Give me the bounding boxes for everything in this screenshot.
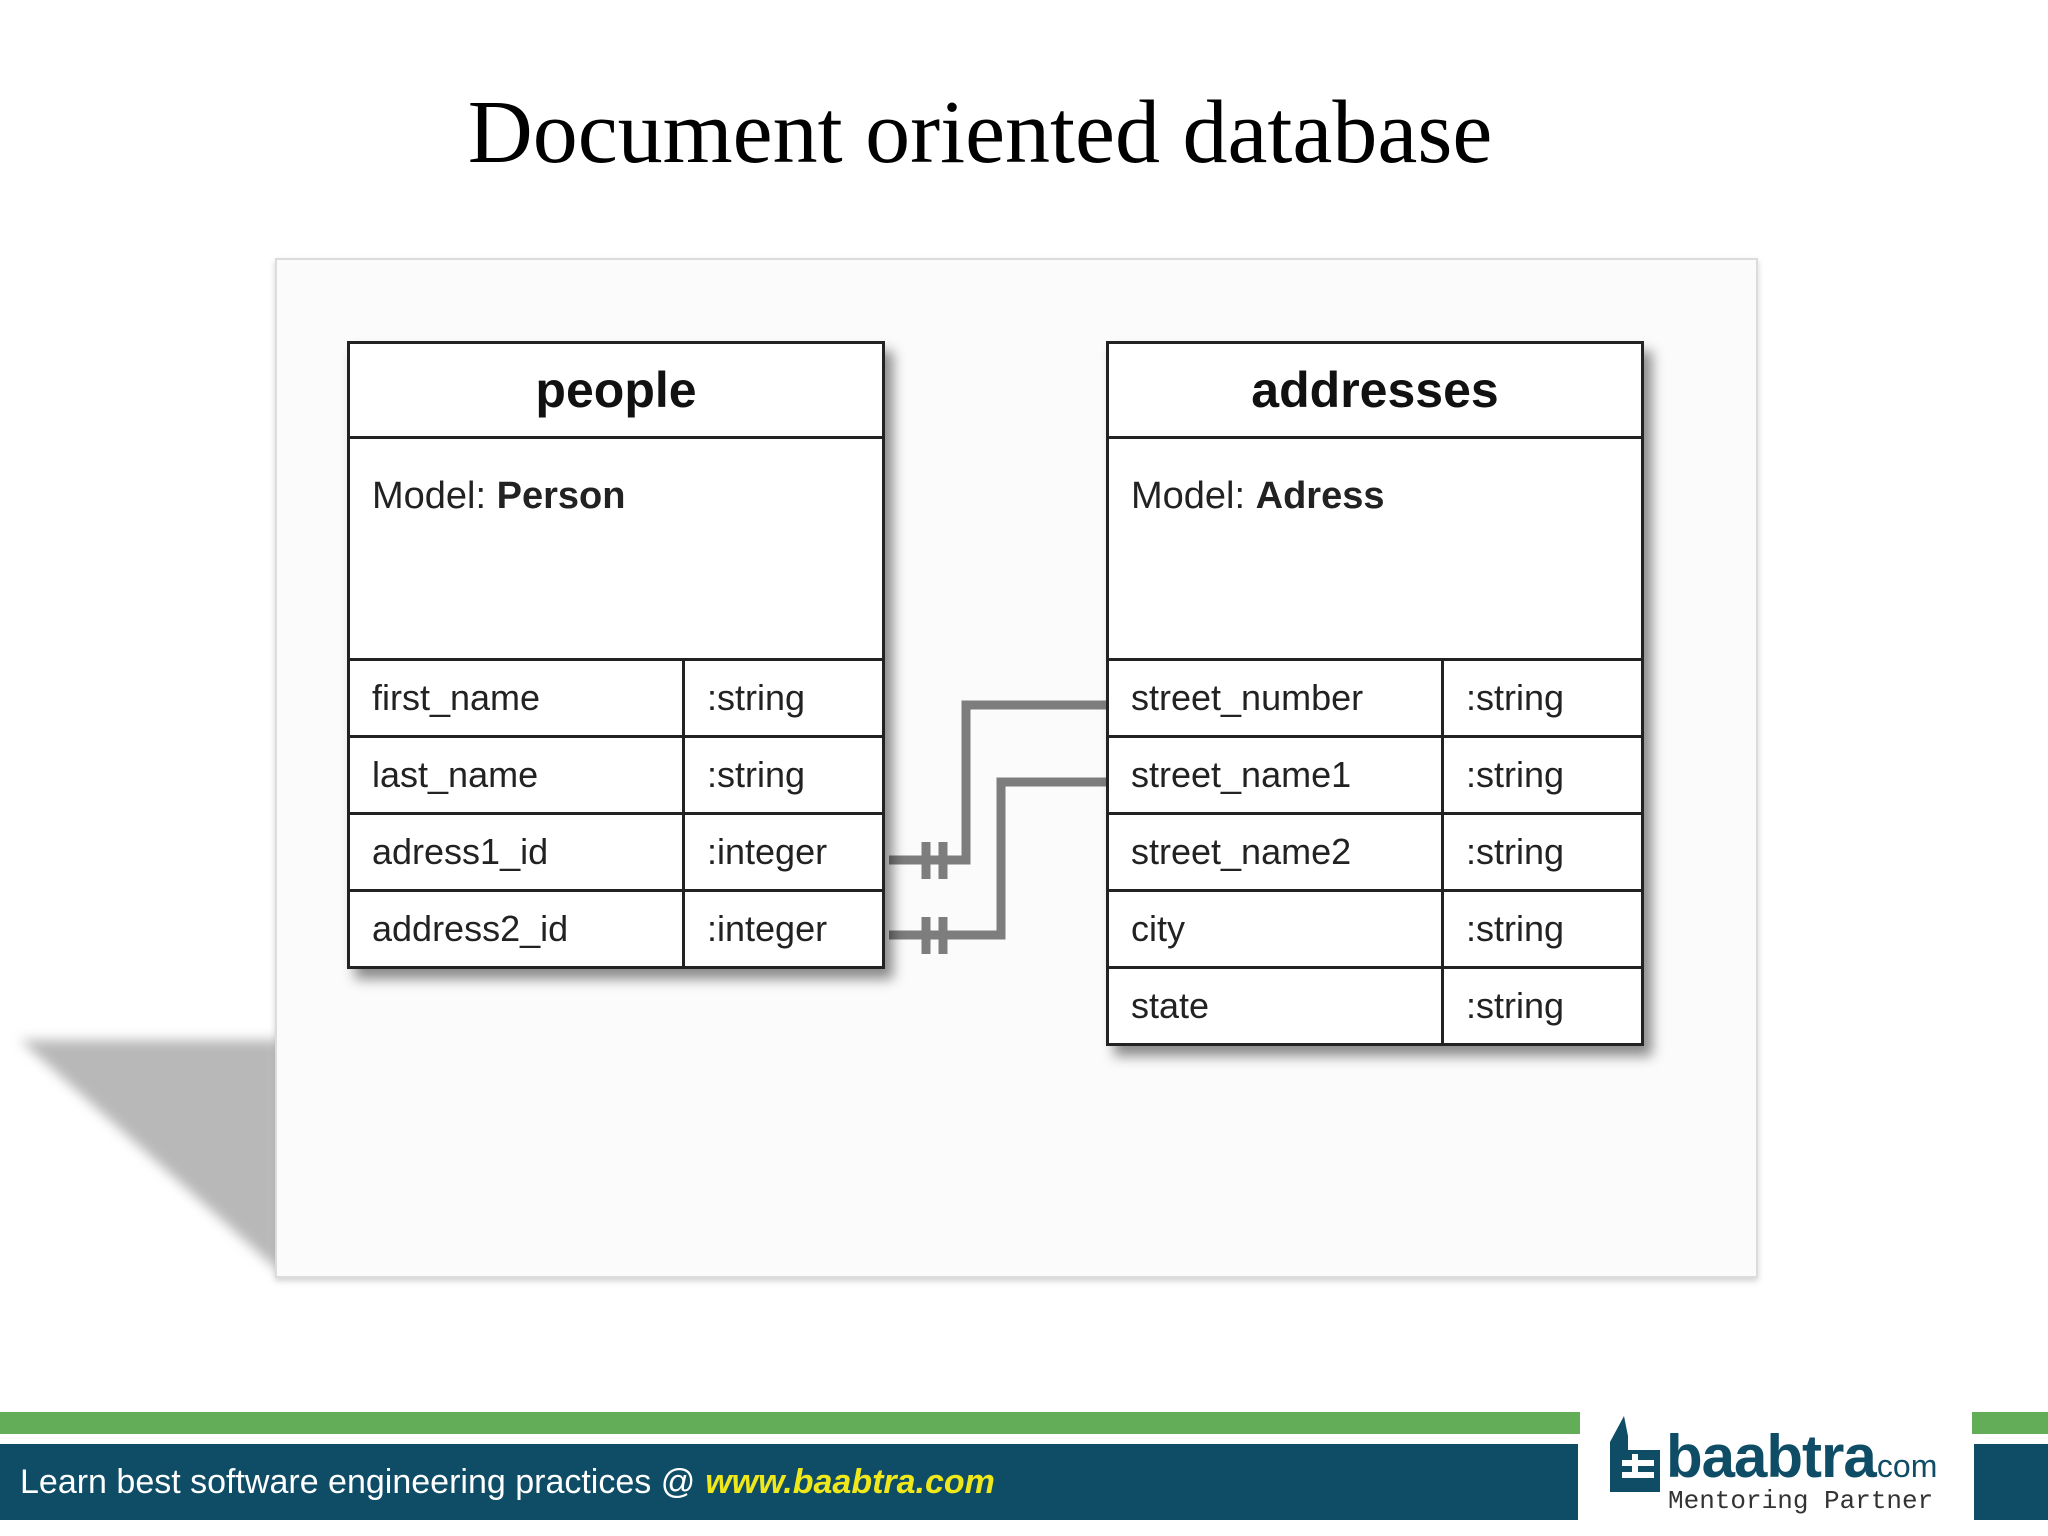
field-row: city :string xyxy=(1109,892,1641,969)
model-section: Model: Adress xyxy=(1109,439,1641,661)
model-section: Model: Person xyxy=(350,439,882,661)
people-table: people Model: Person first_name :string … xyxy=(347,341,885,969)
field-type: :string xyxy=(1466,677,1565,718)
field-row: street_number :string xyxy=(1109,661,1641,738)
model-value: Adress xyxy=(1255,475,1385,517)
field-row: adress1_id :integer xyxy=(350,815,882,892)
field-type: :integer xyxy=(707,908,828,949)
field-name: last_name xyxy=(350,738,685,812)
field-type: :string xyxy=(1466,831,1565,872)
footer-banner-right xyxy=(1974,1444,2048,1520)
field-name: street_number xyxy=(1109,661,1444,735)
logo-name: baabtra xyxy=(1666,1423,1877,1490)
footer-text: Learn best software engineering practice… xyxy=(20,1462,696,1501)
field-name: first_name xyxy=(350,661,685,735)
footer-banner: Learn best software engineering practice… xyxy=(0,1444,1578,1520)
footer-accent-bar-right xyxy=(1972,1412,2048,1434)
field-row: street_name1 :string xyxy=(1109,738,1641,815)
field-row: address2_id :integer xyxy=(350,892,882,966)
addresses-table: addresses Model: Adress street_number :s… xyxy=(1106,341,1644,1046)
baabtra-logo: baabtra .com Mentoring Partner xyxy=(1600,1410,1960,1520)
field-name: city xyxy=(1109,892,1444,966)
logo-tagline: Mentoring Partner xyxy=(1668,1486,1934,1516)
field-name: street_name1 xyxy=(1109,738,1444,812)
frame-shadow xyxy=(20,1040,280,1272)
field-type: :string xyxy=(1466,985,1565,1026)
table-name: people xyxy=(350,344,882,439)
logo-tld: .com xyxy=(1868,1448,1938,1484)
field-type: :integer xyxy=(707,831,828,872)
field-name: state xyxy=(1109,969,1444,1043)
field-name: address2_id xyxy=(350,892,685,966)
field-type: :string xyxy=(1466,754,1565,795)
model-label: Model: xyxy=(372,475,487,517)
field-row: first_name :string xyxy=(350,661,882,738)
footer-link[interactable]: www.baabtra.com xyxy=(705,1462,995,1501)
footer-accent-bar xyxy=(0,1412,1580,1434)
field-name: adress1_id xyxy=(350,815,685,889)
slide-title: Document oriented database xyxy=(467,83,1493,182)
field-name: street_name2 xyxy=(1109,815,1444,889)
field-row: state :string xyxy=(1109,969,1641,1043)
field-type: :string xyxy=(1466,908,1565,949)
field-row: street_name2 :string xyxy=(1109,815,1641,892)
table-name: addresses xyxy=(1109,344,1641,439)
field-type: :string xyxy=(707,754,806,795)
field-row: last_name :string xyxy=(350,738,882,815)
model-label: Model: xyxy=(1131,475,1246,517)
field-type: :string xyxy=(707,677,806,718)
model-value: Person xyxy=(496,475,626,517)
staircase-logo-icon xyxy=(1610,1416,1660,1492)
